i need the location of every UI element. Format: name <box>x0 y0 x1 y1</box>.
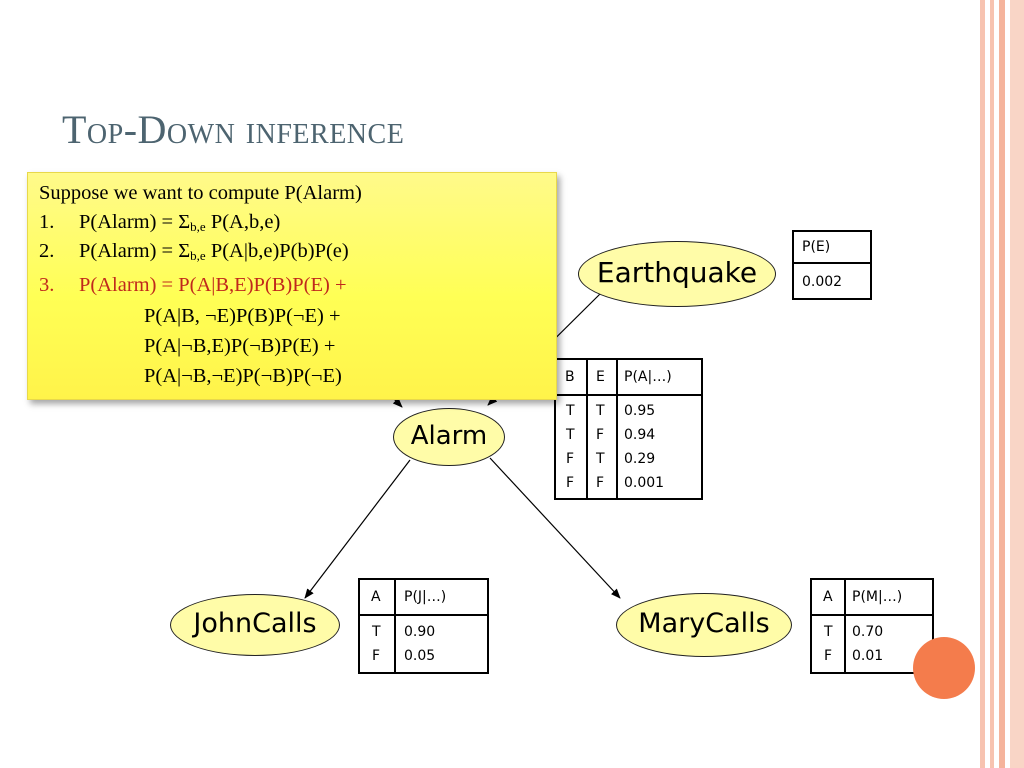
cpt-alarm-header-e: E <box>596 369 605 385</box>
slide-title: Top-Down inference <box>62 107 405 152</box>
note-item-2-sub: b,e <box>190 248 206 263</box>
cpt-alarm-col-e: T F T F <box>596 403 605 491</box>
cpt-marycalls-header-a: A <box>823 589 833 605</box>
cpt-marycalls: A P(M|…) T F 0.70 0.01 <box>810 578 934 674</box>
cpt-earthquake: P(E) 0.002 <box>792 230 872 300</box>
note-item-1-sub: b,e <box>190 219 206 234</box>
note-item-2: P(Alarm) = Σb,e P(A|b,e)P(b)P(e) <box>79 239 349 263</box>
cpt-earthquake-value: 0.002 <box>802 274 843 290</box>
cpt-alarm-col-p: 0.95 0.94 0.29 0.001 <box>624 403 665 491</box>
cpt-earthquake-header: P(E) <box>802 239 831 255</box>
note-intro: Suppose we want to compute P(Alarm) <box>39 182 362 204</box>
johncalls-label: JohnCalls <box>193 608 317 639</box>
note-continuation-3: P(A|¬B,¬E)P(¬B)P(¬E) <box>144 365 342 387</box>
callout-note: Suppose we want to compute P(Alarm) 1. P… <box>27 172 557 400</box>
marycalls-label: MaryCalls <box>638 608 770 639</box>
cpt-johncalls-header-p: P(J|…) <box>404 589 447 605</box>
note-item-1-number: 1. <box>39 211 55 233</box>
earthquake-node: Earthquake <box>578 241 776 307</box>
cpt-marycalls-col-a: T F <box>824 624 833 664</box>
note-item-1: P(Alarm) = Σb,e P(A,b,e) <box>79 210 280 234</box>
alarm-node: Alarm <box>393 408 505 466</box>
orange-circle-decoration <box>913 637 975 699</box>
stripe-decoration <box>990 0 994 768</box>
cpt-alarm-col-b: T T F F <box>566 403 575 491</box>
cpt-johncalls-col-a: T F <box>372 624 381 664</box>
cpt-johncalls: A P(J|…) T F 0.90 0.05 <box>358 578 489 674</box>
cpt-alarm-header-p: P(A|…) <box>624 369 672 385</box>
johncalls-node: JohnCalls <box>170 594 340 656</box>
note-item-1-pre: P(Alarm) = Σ <box>79 211 191 233</box>
note-item-3-number: 3. <box>39 274 55 296</box>
edge-alarm-marycalls <box>489 457 621 599</box>
marycalls-node: MaryCalls <box>616 593 792 657</box>
stripe-decoration <box>999 0 1005 768</box>
alarm-label: Alarm <box>410 421 488 451</box>
note-item-2-pre: P(Alarm) = Σ <box>79 240 191 262</box>
cpt-marycalls-col-p: 0.70 0.01 <box>852 624 884 664</box>
cpt-marycalls-header-p: P(M|…) <box>852 589 903 605</box>
note-continuation-1: P(A|B, ¬E)P(B)P(¬E) + <box>144 305 341 327</box>
stripe-decoration <box>1010 0 1024 768</box>
edge-alarm-johncalls <box>304 459 411 599</box>
cpt-johncalls-header-a: A <box>371 589 381 605</box>
note-item-2-number: 2. <box>39 240 55 262</box>
stripe-decoration <box>980 0 985 768</box>
cpt-johncalls-col-p: 0.90 0.05 <box>404 624 436 664</box>
note-item-2-post: P(A|b,e)P(b)P(e) <box>205 240 349 262</box>
note-continuation-2: P(A|¬B,E)P(¬B)P(E) + <box>144 335 336 357</box>
cpt-alarm-header-b: B <box>565 369 575 385</box>
note-item-3: P(Alarm) = P(A|B,E)P(B)P(E) + <box>79 274 347 296</box>
note-item-1-post: P(A,b,e) <box>205 211 281 233</box>
earthquake-label: Earthquake <box>596 256 758 289</box>
cpt-alarm: B E P(A|…) T T F F T F T F 0.95 0.94 0.2… <box>554 358 703 500</box>
